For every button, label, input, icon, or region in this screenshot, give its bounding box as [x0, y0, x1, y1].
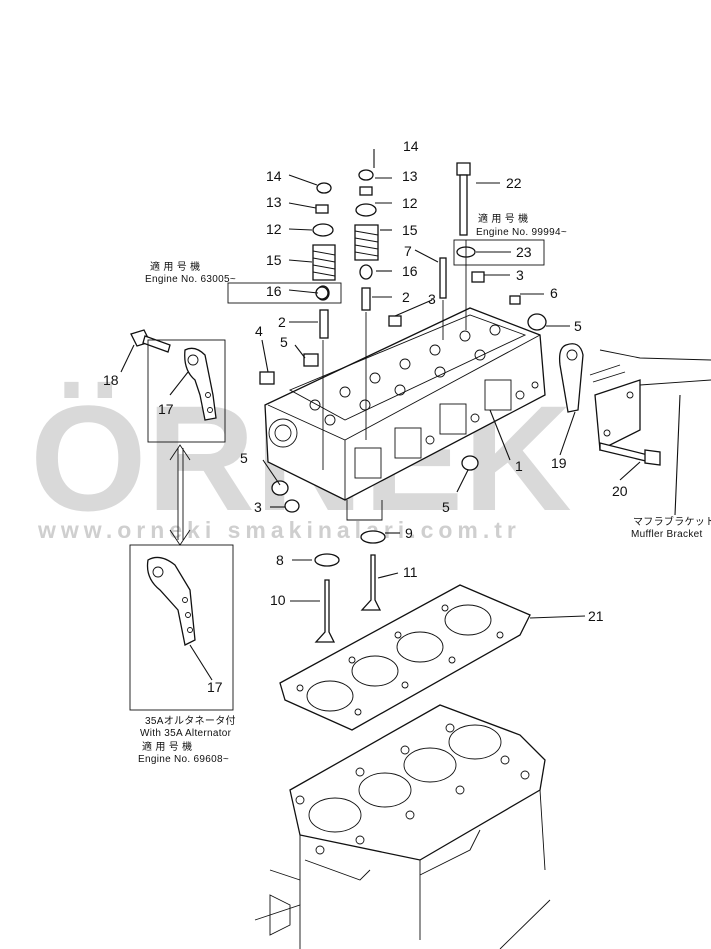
callout-15: 15 [266, 252, 282, 268]
callout-5: 5 [240, 450, 248, 466]
callout-12: 12 [266, 221, 282, 237]
callout-23: 23 [516, 244, 532, 260]
callout-4: 4 [255, 323, 263, 339]
callout-3: 3 [516, 267, 524, 283]
valves [271, 455, 479, 643]
callout-5: 5 [442, 499, 450, 515]
watermark-url: www.orneki smakinalari.com.tr [37, 517, 521, 543]
leader-lines [120, 149, 681, 681]
engine-block [254, 704, 551, 949]
note-muffler: Muffler Bracket [631, 529, 703, 540]
callout-16: 16 [402, 263, 418, 279]
note-engine-69608-jp: 適 用 号 機 [142, 740, 192, 753]
callout-3: 3 [254, 499, 262, 515]
callout-17: 17 [158, 401, 174, 417]
callout-2: 2 [402, 289, 410, 305]
callout-12: 12 [402, 195, 418, 211]
note-muffler-jp: マフラブラケット [633, 515, 711, 528]
callout-13: 13 [266, 194, 282, 210]
middle-valve-stack [354, 169, 402, 327]
bolt-20 [599, 442, 661, 466]
callout-20: 20 [612, 483, 628, 499]
note-engine-63005: Engine No. 63005~ [145, 274, 236, 285]
callout-15: 15 [402, 222, 418, 238]
callout-labels: 14 14 13 13 12 12 15 15 16 16 2 2 3 4 5 … [103, 138, 628, 695]
note-engine-99994: Engine No. 99994~ [476, 227, 567, 238]
callout-2: 2 [278, 314, 286, 330]
bracket-19 [558, 343, 584, 413]
callout-8: 8 [276, 552, 284, 568]
note-alternator: With 35A Alternator [140, 728, 232, 739]
callout-1: 1 [515, 458, 523, 474]
callout-3: 3 [428, 291, 436, 307]
head-gasket-21 [279, 584, 531, 731]
callout-16: 16 [266, 283, 282, 299]
double-arrow [169, 444, 191, 546]
callout-13: 13 [402, 168, 418, 184]
callout-7: 7 [404, 243, 412, 259]
assembly-lines [322, 240, 467, 521]
engine-63005-box [227, 282, 342, 304]
bracket-17-box-upper [147, 339, 226, 443]
callout-18: 18 [103, 372, 119, 388]
callout-5: 5 [280, 334, 288, 350]
callout-17: 17 [207, 679, 223, 695]
callout-22: 22 [506, 175, 522, 191]
callout-19: 19 [551, 455, 567, 471]
bracket-17-box-lower [129, 544, 234, 711]
callout-14: 14 [403, 138, 419, 154]
bolt-18 [130, 329, 171, 353]
cylinder-head-1 [264, 307, 546, 501]
callout-5: 5 [574, 318, 582, 334]
callout-10: 10 [270, 592, 286, 608]
note-engine-69608: Engine No. 69608~ [138, 754, 229, 765]
note-alternator-jp: 35Aオルタネータ付 [145, 714, 236, 727]
left-valve-stack [259, 182, 336, 385]
callout-9: 9 [405, 525, 413, 541]
callout-14: 14 [266, 168, 282, 184]
notes: 適 用 号 機 Engine No. 63005~ 適 用 号 機 Engine… [138, 212, 711, 765]
note-engine-99994-jp: 適 用 号 機 [478, 212, 528, 225]
note-engine-63005-jp: 適 用 号 機 [150, 260, 200, 273]
muffler-bracket [589, 349, 711, 452]
callout-21: 21 [588, 608, 604, 624]
callout-11: 11 [403, 564, 418, 580]
callout-6: 6 [550, 285, 558, 301]
